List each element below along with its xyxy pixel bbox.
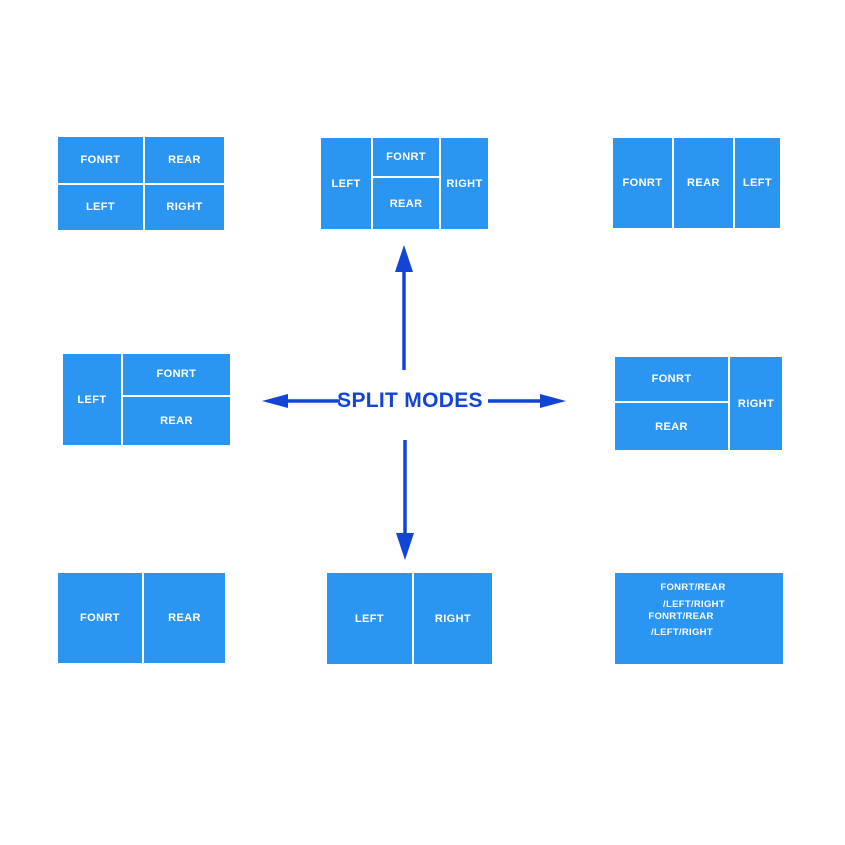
combined-line: FONRT/REAR bbox=[648, 611, 714, 622]
mode-box-left-frontrear-right: LEFT FONRT REAR RIGHT bbox=[321, 138, 488, 229]
cell-left: LEFT bbox=[742, 177, 772, 189]
cell-rear: REAR bbox=[687, 177, 720, 189]
column: LEFT bbox=[732, 138, 780, 228]
column: FONRT LEFT bbox=[58, 137, 143, 230]
cell-front: FONRT bbox=[80, 612, 120, 624]
cell-left: LEFT bbox=[85, 201, 116, 214]
cell-rear: REAR bbox=[655, 420, 688, 433]
cell-right: RIGHT bbox=[166, 201, 203, 214]
column: RIGHT bbox=[411, 573, 492, 664]
mode-box-combined: FONRT/REAR /LEFT/RIGHT FONRT/REAR /LEFT/… bbox=[615, 573, 783, 664]
combined-line: /LEFT/RIGHT bbox=[651, 627, 713, 638]
arrow-down-icon bbox=[396, 440, 414, 560]
cell-right: RIGHT bbox=[446, 177, 483, 190]
cell-rear: REAR bbox=[389, 197, 423, 210]
column: REAR bbox=[142, 573, 225, 663]
cell-front: FONRT bbox=[122, 354, 230, 397]
cell-left: LEFT bbox=[354, 612, 385, 625]
column: FONRT REAR bbox=[371, 138, 440, 229]
column: FONRT REAR bbox=[120, 354, 230, 445]
mode-box-front-rear: FONRT REAR bbox=[58, 573, 225, 663]
arrow-up-icon bbox=[395, 245, 413, 370]
column: LEFT bbox=[321, 138, 371, 229]
arrow-left-icon bbox=[262, 394, 340, 408]
cell-front: FONRT bbox=[622, 177, 663, 189]
arrow-right-icon bbox=[488, 394, 566, 408]
column: FONRT bbox=[613, 138, 672, 228]
mode-box-frontrear-right: FONRT REAR RIGHT bbox=[615, 357, 782, 450]
column: LEFT bbox=[327, 573, 412, 664]
column: FONRT bbox=[58, 573, 142, 663]
cell-left: LEFT bbox=[77, 393, 107, 406]
column: RIGHT bbox=[439, 138, 488, 229]
column: REAR bbox=[671, 138, 733, 228]
combined-line: /LEFT/RIGHT bbox=[663, 599, 725, 610]
cell-left: LEFT bbox=[331, 177, 361, 190]
cell-right: RIGHT bbox=[434, 612, 472, 625]
column: FONRT REAR bbox=[615, 357, 729, 450]
mode-box-front-rear-left-right: FONRT LEFT REAR RIGHT bbox=[58, 137, 224, 230]
mode-box-front-rear-left: FONRT REAR LEFT bbox=[613, 138, 780, 228]
mode-box-left-right: LEFT RIGHT bbox=[327, 573, 492, 664]
cell-rear: REAR bbox=[168, 612, 201, 624]
cell-rear: REAR bbox=[160, 414, 193, 427]
column: LEFT bbox=[63, 354, 121, 445]
cell-front: FONRT bbox=[615, 357, 729, 404]
cell-rear: REAR bbox=[144, 137, 224, 185]
combined-line: FONRT/REAR bbox=[660, 582, 726, 593]
diagram-title: SPLIT MODES bbox=[337, 389, 483, 412]
mode-box-left-frontrear: LEFT FONRT REAR bbox=[63, 354, 230, 445]
cell-right: RIGHT bbox=[737, 397, 775, 410]
cell-front: FONRT bbox=[58, 137, 143, 185]
column: REAR RIGHT bbox=[142, 137, 224, 230]
column: RIGHT bbox=[728, 357, 782, 450]
cell-front: FONRT bbox=[373, 138, 440, 179]
